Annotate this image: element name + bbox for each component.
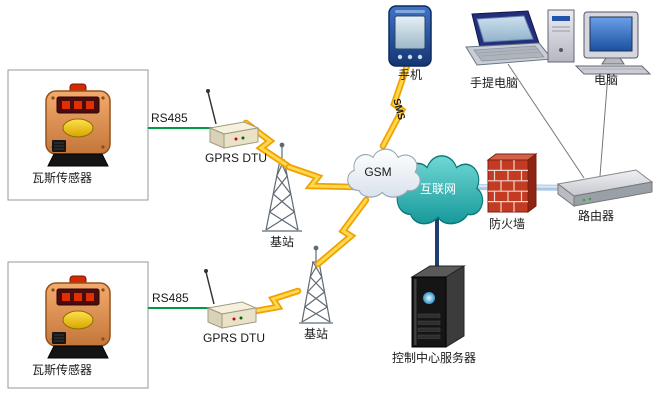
base-station-bottom-label: 基站 — [304, 327, 328, 341]
base-station-bottom — [299, 245, 333, 324]
phone — [388, 5, 432, 67]
lightning-base-top-to-gsm — [285, 163, 360, 191]
desktop-keyboard — [574, 65, 652, 75]
gas-sensor-top — [45, 83, 111, 167]
lightning-base-bottom-to-dtu — [246, 287, 302, 316]
lightning-sms — [379, 62, 411, 150]
desktop-label: 电脑 — [594, 73, 618, 87]
router — [556, 169, 654, 207]
server — [410, 265, 466, 348]
sms-label: SMS — [390, 97, 406, 121]
router-label: 路由器 — [578, 208, 614, 223]
gas-sensor-bottom-label: 瓦斯传感器 — [32, 362, 92, 377]
rs485-label-bottom: RS485 — [152, 291, 189, 305]
firewall — [486, 153, 538, 213]
rs485-label-top: RS485 — [151, 111, 188, 125]
base-station-top-label: 基站 — [270, 235, 294, 249]
lan-line-laptop — [507, 63, 585, 179]
gprs-dtu-top — [205, 88, 259, 149]
internet-label: 互联网 — [420, 182, 456, 196]
lightning-gsm-to-base-bottom — [314, 196, 370, 268]
gprs-dtu-bottom — [203, 268, 257, 329]
laptop-label: 手提电脑 — [470, 75, 518, 90]
gas-sensor-top-label: 瓦斯传感器 — [32, 170, 92, 185]
gprs-dtu-top-label: GPRS DTU — [205, 151, 267, 165]
gas-sensor-bottom — [45, 275, 111, 359]
gprs-dtu-bottom-label: GPRS DTU — [203, 331, 265, 345]
base-station-top — [262, 142, 302, 232]
laptop — [465, 10, 553, 66]
gsm-label: GSM — [364, 165, 391, 179]
lan-line-desktop — [599, 73, 609, 177]
firewall-label: 防火墙 — [489, 216, 525, 231]
phone-label: 手机 — [398, 68, 422, 82]
server-label: 控制中心服务器 — [392, 350, 476, 365]
desktop-computer — [547, 9, 652, 75]
